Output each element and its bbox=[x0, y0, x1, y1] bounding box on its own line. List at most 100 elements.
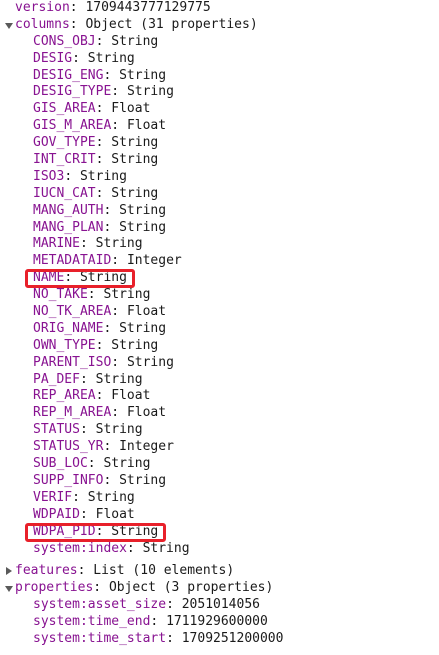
features-key: features bbox=[15, 563, 78, 579]
columns-summary: Object (31 properties) bbox=[85, 16, 258, 32]
property-item: system:asset_size: 2051014056 bbox=[33, 597, 260, 613]
column-item: STATUS: String bbox=[33, 422, 143, 438]
properties-row[interactable]: properties: Object (3 properties) bbox=[0, 580, 439, 597]
property-key: PA_DEF bbox=[33, 371, 80, 387]
property-value: String bbox=[103, 287, 151, 303]
property-value: String bbox=[95, 236, 143, 252]
features-row[interactable]: features: List (10 elements) bbox=[0, 563, 439, 580]
version-key: version bbox=[15, 0, 70, 15]
property-value: Float bbox=[95, 506, 135, 522]
column-item: SUB_LOC: String bbox=[33, 456, 151, 472]
column-item: MANG_PLAN: String bbox=[33, 219, 167, 235]
property-value: String bbox=[126, 354, 174, 370]
property-value: String bbox=[111, 152, 159, 168]
property-value: String bbox=[111, 33, 159, 49]
column-item: PA_DEF: String bbox=[33, 371, 143, 387]
property-key: METADATAID bbox=[33, 253, 112, 269]
property-key: GOV_TYPE bbox=[33, 135, 96, 151]
column-item: system:index: String bbox=[33, 540, 190, 556]
column-item: ISO3: String bbox=[33, 168, 127, 184]
property-value: String bbox=[142, 540, 190, 556]
column-item: NO_TAKE: String bbox=[33, 287, 151, 303]
column-item: OWN_TYPE: String bbox=[33, 337, 159, 353]
column-item: DESIG_ENG: String bbox=[33, 67, 167, 83]
column-item: VERIF: String bbox=[33, 489, 135, 505]
property-value: String bbox=[119, 219, 167, 235]
property-key: NO_TAKE bbox=[33, 287, 88, 303]
properties-summary: Object (3 properties) bbox=[108, 580, 274, 596]
column-item: MARINE: String bbox=[33, 236, 143, 252]
column-item: GIS_M_AREA: Float bbox=[33, 118, 167, 134]
property-key: ORIG_NAME bbox=[33, 320, 104, 336]
property-key: STATUS_YR bbox=[33, 439, 104, 455]
property-key: MANG_AUTH bbox=[33, 202, 104, 218]
column-item: NO_TK_AREA: Float bbox=[33, 304, 167, 320]
property-value: String bbox=[111, 337, 159, 353]
property-key: IUCN_CAT bbox=[33, 185, 96, 201]
property-value: String bbox=[87, 50, 135, 66]
property-value: String bbox=[126, 84, 174, 100]
property-value: Float bbox=[126, 118, 167, 134]
property-key: SUPP_INFO bbox=[33, 472, 104, 488]
property-key: system:time_end bbox=[33, 614, 151, 630]
column-item: SUPP_INFO: String bbox=[33, 472, 167, 488]
columns-row[interactable]: columns: Object (31 properties) bbox=[0, 17, 439, 34]
property-value: String bbox=[95, 422, 143, 438]
property-value: Float bbox=[111, 388, 151, 404]
property-key: GIS_AREA bbox=[33, 101, 96, 117]
property-key: VERIF bbox=[33, 489, 73, 505]
column-item: IUCN_CAT: String bbox=[33, 185, 159, 201]
property-key: INT_CRIT bbox=[33, 152, 96, 168]
property-value: Float bbox=[126, 405, 167, 421]
property-key: REP_AREA bbox=[33, 388, 96, 404]
property-key: DESIG_TYPE bbox=[33, 84, 112, 100]
property-value: String bbox=[103, 456, 151, 472]
property-key: system:time_start bbox=[33, 630, 167, 646]
property-key: NAME bbox=[33, 270, 65, 286]
property-value: String bbox=[111, 135, 159, 151]
column-item: REP_AREA: Float bbox=[33, 388, 151, 404]
property-key: system:asset_size bbox=[33, 597, 167, 613]
property-value: 1709251200000 bbox=[181, 630, 284, 646]
column-item: GIS_AREA: Float bbox=[33, 101, 151, 117]
column-item: DESIG: String bbox=[33, 50, 135, 66]
property-value: Integer bbox=[126, 253, 182, 269]
column-item: STATUS_YR: Integer bbox=[33, 439, 174, 455]
property-item: system:time_end: 1711929600000 bbox=[33, 614, 268, 630]
property-key: OWN_TYPE bbox=[33, 337, 96, 353]
property-value: 1711929600000 bbox=[166, 614, 268, 630]
property-value: String bbox=[119, 202, 167, 218]
property-value: String bbox=[79, 270, 127, 286]
property-key: DESIG_ENG bbox=[33, 67, 104, 83]
column-item: WDPA_PID: String bbox=[0, 522, 439, 542]
property-key: CONS_OBJ bbox=[33, 33, 96, 49]
property-value: Integer bbox=[119, 439, 174, 455]
property-key: MARINE bbox=[33, 236, 80, 252]
version-value: 1709443777129775 bbox=[85, 0, 211, 15]
features-summary: List (10 elements) bbox=[93, 563, 235, 579]
column-item: GOV_TYPE: String bbox=[33, 135, 159, 151]
expand-arrow-icon[interactable] bbox=[4, 563, 14, 580]
column-item: ORIG_NAME: String bbox=[33, 320, 167, 336]
collapse-arrow-icon[interactable] bbox=[4, 580, 14, 597]
property-key: NO_TK_AREA bbox=[33, 304, 112, 320]
column-item: PARENT_ISO: String bbox=[33, 354, 174, 370]
property-key: MANG_PLAN bbox=[33, 219, 104, 235]
property-value: String bbox=[119, 320, 167, 336]
column-item: WDPAID: Float bbox=[33, 506, 135, 522]
columns-key: columns bbox=[15, 16, 70, 32]
property-value: String bbox=[119, 472, 167, 488]
collapse-arrow-icon[interactable] bbox=[4, 17, 14, 34]
column-item: NAME: String bbox=[0, 269, 439, 289]
column-item: DESIG_TYPE: String bbox=[33, 84, 174, 100]
property-value: String bbox=[119, 67, 167, 83]
property-key: ISO3 bbox=[33, 168, 65, 184]
property-key: DESIG bbox=[33, 50, 73, 66]
property-key: WDPA_PID bbox=[33, 523, 96, 539]
property-value: String bbox=[87, 489, 135, 505]
property-key: system:index bbox=[33, 540, 127, 556]
column-item: MANG_AUTH: String bbox=[33, 202, 167, 218]
column-item: INT_CRIT: String bbox=[33, 152, 159, 168]
